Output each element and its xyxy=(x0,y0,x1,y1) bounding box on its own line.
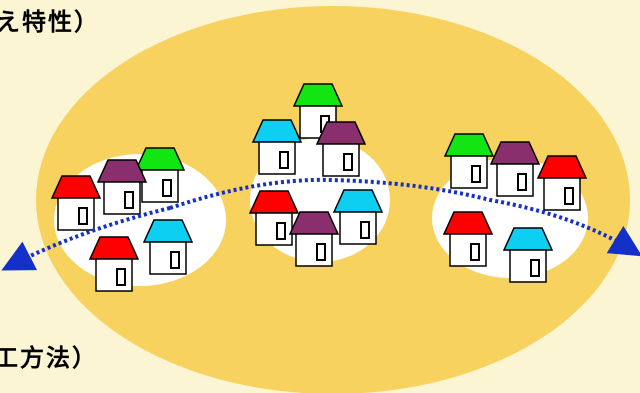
text-fragment-bottom: 工方法） xyxy=(0,344,98,372)
house-icon xyxy=(537,155,587,211)
text-fragment-top: え特性） xyxy=(0,8,100,36)
house-icon xyxy=(316,121,366,177)
house-icon xyxy=(249,190,299,246)
house-icon xyxy=(289,211,339,267)
house-icon xyxy=(444,133,494,189)
house-icon xyxy=(490,141,540,197)
house-icon xyxy=(503,227,553,283)
house-icon xyxy=(443,211,493,267)
house-icon xyxy=(97,159,147,215)
dotted-arrow-path xyxy=(1,206,171,271)
house-icon xyxy=(51,175,101,231)
house-icon xyxy=(143,219,193,275)
house-icon xyxy=(89,236,139,292)
dotted-arrow-path xyxy=(169,177,640,257)
house-icon xyxy=(333,189,383,245)
house-icon xyxy=(252,119,302,175)
